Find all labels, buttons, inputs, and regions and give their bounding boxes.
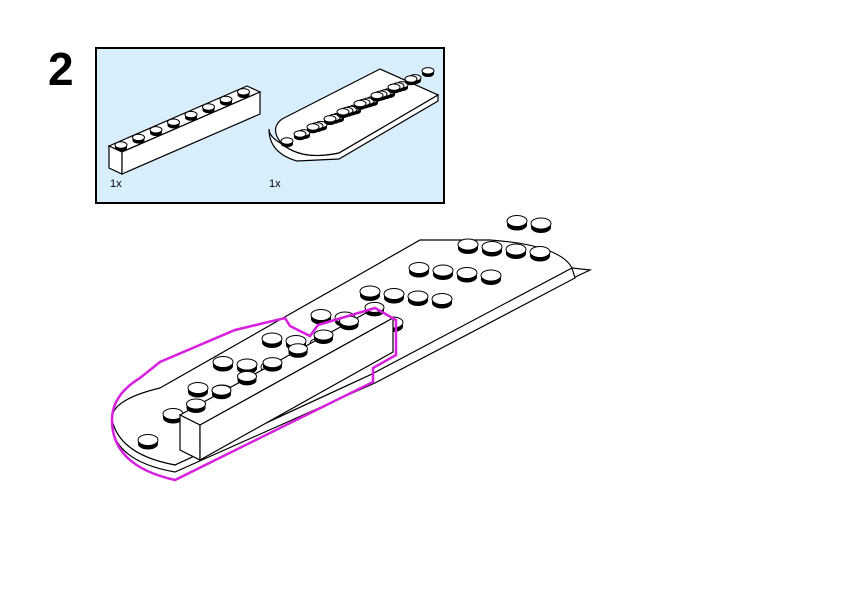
stud bbox=[262, 357, 283, 372]
stud bbox=[219, 95, 233, 106]
stud bbox=[370, 91, 384, 102]
stud bbox=[530, 217, 552, 233]
stud bbox=[457, 238, 479, 255]
stud bbox=[480, 269, 502, 285]
stud bbox=[313, 329, 334, 344]
stud bbox=[431, 293, 453, 309]
stud bbox=[212, 356, 234, 372]
stud bbox=[421, 67, 435, 77]
stud bbox=[336, 108, 350, 118]
stud bbox=[383, 288, 405, 304]
placed-brick-1x8 bbox=[178, 301, 395, 462]
wedge-plate-part bbox=[268, 67, 440, 162]
stud bbox=[529, 246, 551, 262]
stud bbox=[132, 133, 145, 144]
stud bbox=[353, 99, 367, 110]
stud bbox=[505, 243, 527, 259]
stud bbox=[506, 215, 528, 231]
stud bbox=[149, 126, 163, 136]
stud bbox=[288, 343, 308, 358]
stud bbox=[114, 141, 128, 152]
stud bbox=[407, 290, 429, 306]
stud bbox=[432, 264, 454, 280]
stud bbox=[306, 123, 320, 134]
stud bbox=[167, 118, 180, 129]
stud bbox=[202, 103, 215, 114]
part-quantity: 1x bbox=[110, 178, 122, 190]
part-quantity: 1x bbox=[269, 178, 281, 190]
stud bbox=[280, 137, 294, 148]
parts-illustration: 1x 1x bbox=[107, 67, 440, 190]
highlight-outline bbox=[110, 306, 398, 482]
stud bbox=[137, 434, 159, 450]
stud bbox=[187, 382, 209, 398]
stud bbox=[186, 398, 206, 413]
brick-1x8-part bbox=[107, 85, 262, 175]
stud bbox=[339, 315, 359, 331]
stud bbox=[237, 88, 250, 98]
stud bbox=[162, 408, 184, 424]
stud bbox=[237, 370, 257, 386]
stud bbox=[387, 83, 401, 94]
stud bbox=[261, 332, 283, 348]
stud bbox=[211, 384, 232, 400]
stud bbox=[323, 115, 337, 125]
stud bbox=[404, 75, 418, 86]
stud bbox=[293, 130, 307, 141]
stud bbox=[456, 267, 478, 283]
step-number: 2 bbox=[48, 43, 74, 95]
stud bbox=[184, 110, 198, 121]
stud bbox=[408, 262, 430, 278]
stud bbox=[481, 241, 503, 257]
stud bbox=[359, 285, 381, 302]
parts-callout-box: 1x 1x bbox=[95, 47, 445, 204]
